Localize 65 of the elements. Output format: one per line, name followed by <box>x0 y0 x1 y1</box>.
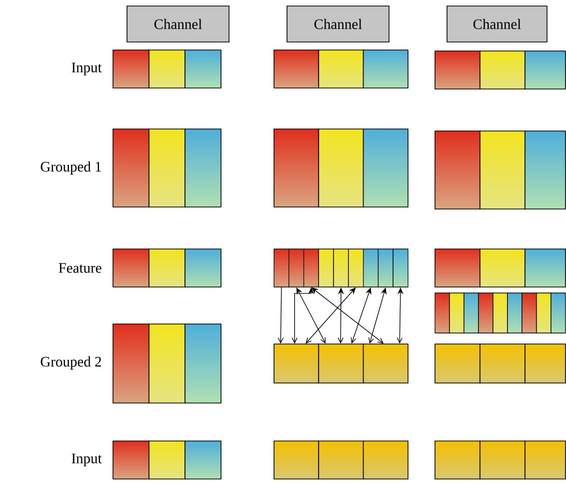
shuffled-strip <box>434 292 450 334</box>
color-block <box>434 248 480 288</box>
shuffled-strip <box>449 292 464 334</box>
color-block <box>184 128 222 208</box>
color-block <box>318 50 364 88</box>
shuffled-strip <box>478 292 494 334</box>
color-block <box>524 50 566 90</box>
shuffled-strip <box>464 292 479 334</box>
color-block <box>480 130 526 210</box>
feature-strip <box>288 248 304 288</box>
shuffled-strip <box>550 292 566 334</box>
arrow <box>278 286 284 344</box>
color-block <box>434 130 480 210</box>
color-block <box>524 440 566 480</box>
color-block <box>184 324 222 404</box>
color-block <box>480 50 526 90</box>
color-block <box>274 344 320 384</box>
shuffled-strip <box>507 292 522 334</box>
row-label: Input <box>72 62 102 76</box>
feature-strip <box>348 248 364 288</box>
color-block <box>362 440 408 480</box>
color-block <box>274 50 320 88</box>
channel-box: Channel <box>446 6 548 42</box>
color-block <box>524 344 566 384</box>
color-block <box>148 248 186 288</box>
color-block <box>524 130 566 210</box>
feature-strip <box>392 248 408 288</box>
color-block <box>148 324 186 404</box>
color-block <box>148 440 186 480</box>
feature-strip <box>378 248 394 288</box>
color-block <box>434 344 480 384</box>
color-block <box>318 344 364 384</box>
color-block <box>274 440 320 480</box>
channel-box: Channel <box>286 6 390 42</box>
color-block <box>480 440 526 480</box>
color-block <box>480 344 526 384</box>
color-block <box>362 50 408 88</box>
feature-strip <box>318 248 334 288</box>
color-block <box>362 128 408 208</box>
shuffled-strip <box>536 292 552 334</box>
feature-strip <box>363 248 379 288</box>
color-block <box>274 128 320 208</box>
shuffled-strip <box>492 292 508 334</box>
feature-strip <box>333 248 349 288</box>
color-block <box>148 50 186 88</box>
color-block <box>184 50 222 88</box>
feature-strip <box>274 248 290 288</box>
color-block <box>148 128 186 208</box>
color-block <box>112 324 150 404</box>
color-block <box>184 248 222 288</box>
color-block <box>318 440 364 480</box>
channel-box: Channel <box>126 6 230 42</box>
color-block <box>524 248 566 288</box>
color-block <box>112 128 150 208</box>
color-block <box>362 344 408 384</box>
color-block <box>434 440 480 480</box>
color-block <box>480 248 526 288</box>
color-block <box>112 248 150 288</box>
color-block <box>184 440 222 480</box>
shuffled-strip <box>522 292 537 334</box>
feature-strip <box>303 248 319 288</box>
color-block <box>112 50 150 88</box>
color-block <box>318 128 364 208</box>
color-block <box>112 440 150 480</box>
color-block <box>434 50 480 90</box>
